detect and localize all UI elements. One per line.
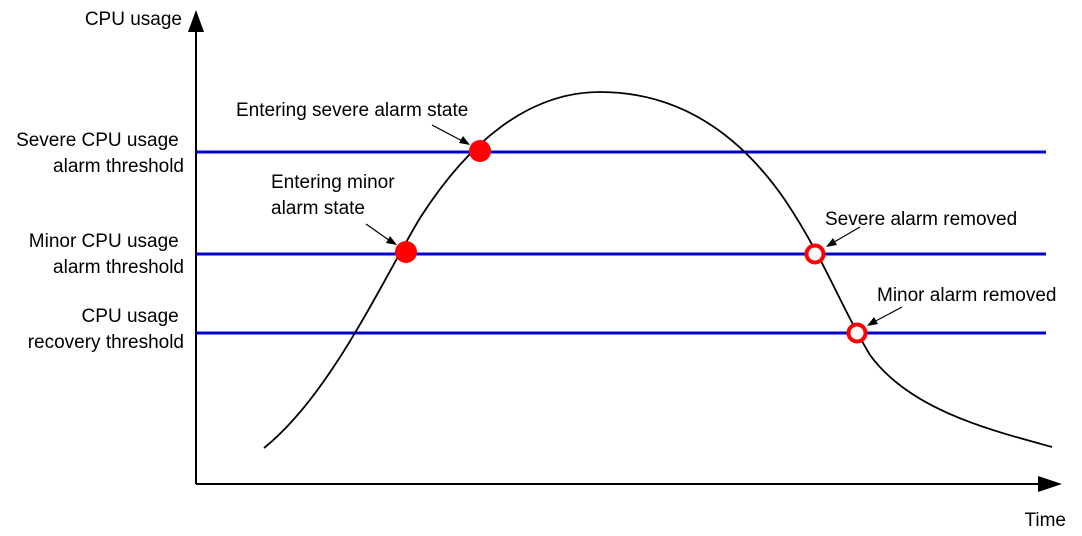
minor-threshold-label-line-2: alarm threshold — [53, 257, 184, 278]
entering-minor-arrowhead-icon — [386, 236, 397, 245]
x-axis-label: Time — [1024, 510, 1066, 531]
axes: CPU usage Time — [85, 9, 1066, 531]
severe-removed-arrowhead-icon — [826, 238, 837, 247]
event-labels: Entering severe alarm state Entering min… — [236, 100, 1057, 306]
severe-removed-marker-icon — [804, 243, 826, 265]
entering-minor-label: Entering minor alarm state — [271, 172, 400, 219]
entering-severe-arrowhead-icon — [459, 136, 470, 145]
minor-removed-label: Minor alarm removed — [877, 285, 1057, 306]
event-markers — [395, 140, 868, 344]
entering-severe-pointer — [431, 124, 467, 144]
entering-severe-marker-icon — [469, 140, 491, 162]
severe-removed-label: Severe alarm removed — [825, 209, 1017, 230]
entering-minor-label-line-2: alarm state — [271, 198, 365, 219]
severe-threshold-label: Severe CPU usage alarm threshold — [16, 130, 184, 177]
minor-removed-arrowhead-icon — [867, 317, 878, 326]
severe-threshold-label-line-2: alarm threshold — [53, 156, 184, 177]
severe-threshold-label-line-1: Severe CPU usage — [16, 130, 179, 151]
entering-minor-label-line-1: Entering minor — [271, 172, 395, 193]
x-axis-arrow-icon — [1038, 476, 1062, 492]
cpu-usage-curve — [263, 91, 1053, 449]
y-axis-arrow-icon — [188, 10, 204, 32]
recovery-threshold-label-line-2: recovery threshold — [28, 332, 184, 353]
minor-removed-marker-icon — [846, 322, 868, 344]
event-pointers — [365, 124, 903, 326]
minor-threshold-label-line-1: Minor CPU usage — [29, 231, 179, 252]
minor-threshold-label: Minor CPU usage alarm threshold — [29, 231, 184, 278]
threshold-labels: Severe CPU usage alarm threshold Minor C… — [16, 130, 184, 353]
recovery-threshold-label: CPU usage recovery threshold — [28, 306, 184, 353]
entering-minor-marker-icon — [395, 241, 417, 263]
entering-severe-label: Entering severe alarm state — [236, 100, 468, 121]
recovery-threshold-label-line-1: CPU usage — [82, 306, 179, 327]
threshold-lines — [196, 150, 1046, 335]
y-axis-label: CPU usage — [85, 9, 182, 30]
